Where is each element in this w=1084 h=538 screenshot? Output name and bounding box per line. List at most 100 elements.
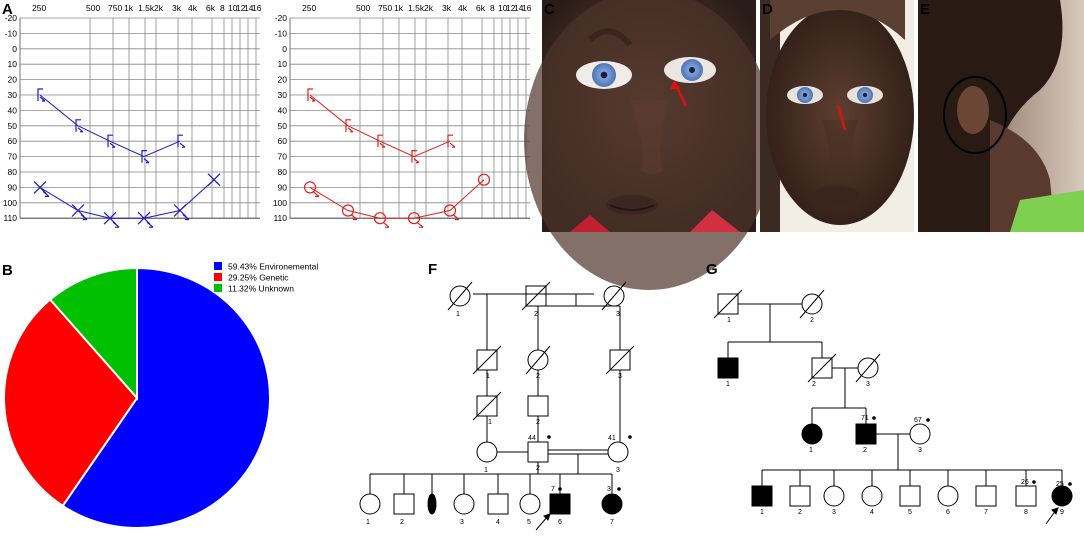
individual-number: 3 (616, 311, 620, 318)
arrow-marker (309, 96, 316, 102)
individual-number: 3 (918, 447, 922, 454)
db-tick-label: -20 (5, 13, 18, 23)
panel-label-d: D (762, 1, 773, 18)
pie-chart (3, 266, 271, 529)
o-marker (341, 204, 355, 217)
individual-number: 2 (534, 311, 538, 318)
photo-c-blue-eyes (524, 0, 774, 290)
frequency-tick-label: 6k (476, 3, 486, 13)
db-tick-label: 0 (282, 44, 287, 54)
x-marker (173, 204, 187, 217)
bracket-marker (447, 134, 453, 148)
panel-label-e: E (920, 1, 930, 18)
db-tick-label: 60 (278, 136, 288, 146)
individual-number: 5 (527, 519, 531, 526)
pie-slice (48, 266, 138, 401)
frequency-tick-label: 750 (108, 3, 122, 13)
o-marker (373, 212, 387, 225)
panel-label-g: G (706, 261, 718, 278)
bracket-marker (177, 134, 183, 148)
legend-swatch (214, 262, 222, 270)
db-tick-label: 10 (8, 59, 18, 69)
age-label: 25 (1056, 481, 1064, 488)
bracket-marker (141, 150, 147, 163)
x-marker (33, 180, 47, 194)
individual-number: 2 (536, 373, 540, 380)
bracket-marker (307, 88, 313, 101)
panel-label-a: A (2, 1, 13, 18)
db-tick-label: 90 (278, 182, 288, 192)
db-tick-label: 100 (3, 198, 17, 208)
frequency-tick-label: 500 (356, 3, 370, 13)
arrow-icon (674, 84, 688, 107)
arrow-marker (312, 190, 320, 197)
frequency-tick-label: 4k (458, 3, 468, 13)
frequency-tick-label: 2k (154, 3, 164, 13)
frequency-tick-label: 14 (244, 3, 254, 13)
legend-swatch (214, 284, 222, 292)
air-conduction-line (39, 94, 181, 158)
frequency-tick-label: 16 (522, 3, 532, 13)
o-marker (407, 212, 421, 225)
frequency-tick-label: 12 (506, 3, 516, 13)
frequency-tick-label: 1k (394, 3, 404, 13)
db-tick-label: 110 (273, 213, 287, 223)
arrow-marker (449, 142, 456, 148)
db-tick-label: 60 (8, 136, 18, 146)
frequency-tick-label: 750 (378, 3, 392, 13)
legend-swatch (214, 273, 222, 281)
db-tick-label: 80 (278, 167, 288, 177)
arrow-marker (413, 158, 420, 164)
individual-number: 1 (727, 317, 731, 324)
bracket-marker (411, 150, 417, 163)
bone-conduction-line (39, 179, 215, 219)
individual-number: 1 (726, 381, 730, 388)
frequency-tick-label: 16 (252, 3, 262, 13)
age-label: 26 (1021, 479, 1029, 486)
frequency-tick-label: 4k (188, 3, 198, 13)
frequency-tick-label: 250 (302, 3, 316, 13)
legend-label: 29.25% Genetic (228, 273, 289, 283)
age-label: 71 (861, 415, 869, 422)
frequency-tick-label: 8 (220, 3, 225, 13)
db-tick-label: -10 (275, 28, 288, 38)
db-tick-label: 40 (8, 105, 18, 115)
individual-number: 6 (558, 519, 562, 526)
frequency-tick-label: 500 (86, 3, 100, 13)
arrow-marker (80, 214, 88, 221)
bracket-marker (37, 88, 43, 101)
individual-number: 3 (618, 373, 622, 380)
pie-slice (3, 298, 139, 508)
db-tick-label: 80 (8, 167, 18, 177)
individual-number: 1 (456, 311, 460, 318)
arrow-icon (836, 104, 847, 131)
arrow-marker (146, 221, 154, 228)
bone-conduction-line (309, 179, 485, 219)
db-tick-label: 50 (278, 121, 288, 131)
arrow-marker (347, 127, 354, 133)
x-marker (207, 173, 221, 187)
individual-number: 2 (863, 447, 867, 454)
arrow-marker (77, 127, 84, 133)
photo-d-face (760, 0, 914, 232)
frequency-tick-label: 1.5k (138, 3, 155, 13)
db-tick-label: -20 (275, 13, 288, 23)
individual-number: 1 (809, 447, 813, 454)
x-marker (103, 211, 117, 225)
bracket-marker (75, 119, 81, 132)
individual-number: 1 (486, 373, 490, 380)
db-tick-label: 0 (12, 44, 17, 54)
individual-number: 2 (810, 317, 814, 324)
panel-label-b: B (2, 262, 13, 279)
individual-number: 1 (760, 509, 764, 516)
frequency-tick-label: 14 (514, 3, 524, 13)
db-tick-label: 20 (8, 75, 18, 85)
photo-e-ear-profile (918, 0, 1084, 232)
pie-slice (61, 266, 271, 529)
individual-number: 2 (812, 381, 816, 388)
age-label: 44 (528, 435, 536, 442)
db-tick-label: 20 (278, 75, 288, 85)
